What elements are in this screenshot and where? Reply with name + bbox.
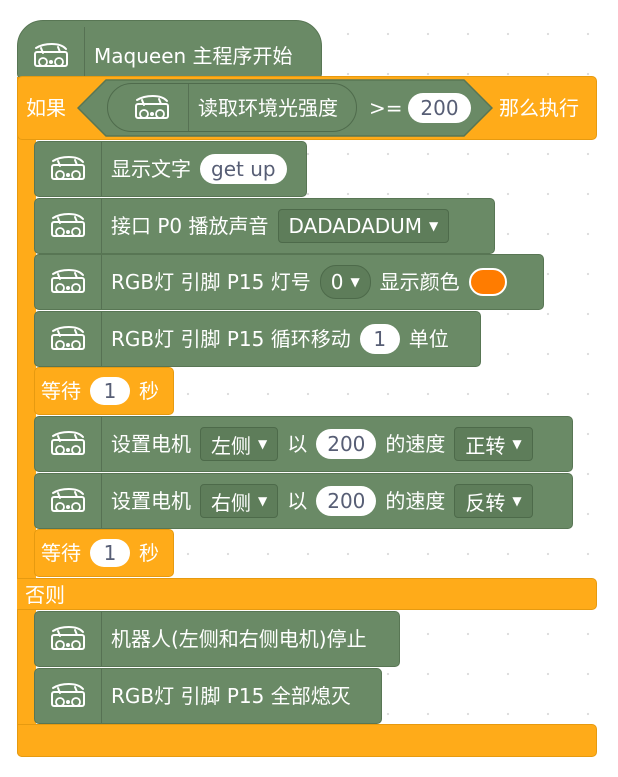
maqueen-robot-icon — [51, 626, 85, 650]
maqueen-robot-icon — [51, 431, 85, 455]
maqueen-robot-icon — [51, 269, 85, 293]
wait-label: 等待 — [41, 379, 81, 403]
maqueen-robot-icon — [135, 94, 169, 119]
speed-label: 的速度 — [385, 432, 446, 456]
rgb-rotate-block[interactable]: RGB灯 引脚 P15 循环移动 1 单位 — [34, 311, 481, 367]
robot-icon-cell — [35, 199, 102, 253]
chevron-down-icon: ▼ — [429, 219, 439, 233]
motor-side-dropdown[interactable]: 左侧 ▼ — [200, 427, 279, 461]
robot-icon-cell — [18, 27, 85, 84]
else-label: 否则 — [25, 583, 65, 607]
robot-icon-cell — [35, 312, 102, 366]
wait-block-1[interactable]: 等待 1 秒 — [34, 367, 174, 415]
led-number-value: 0 — [330, 270, 344, 294]
maqueen-start-hat-block[interactable]: Maqueen 主程序开始 — [17, 20, 322, 84]
if-label: 如果 — [26, 96, 66, 120]
melody-dropdown[interactable]: DADADADUM ▼ — [277, 209, 450, 243]
rgb-rotate-label: RGB灯 引脚 P15 循环移动 — [111, 327, 351, 351]
stop-label: 机器人(左侧和右侧电机)停止 — [111, 627, 367, 651]
maqueen-robot-icon — [51, 488, 85, 512]
motor-direction-dropdown[interactable]: 反转 ▼ — [454, 484, 533, 518]
chevron-down-icon: ▼ — [258, 437, 268, 451]
wait-seconds-input[interactable]: 1 — [90, 377, 130, 405]
maqueen-robot-icon — [51, 326, 85, 350]
rgb-show-label: RGB灯 引脚 P15 灯号 — [111, 270, 311, 294]
threshold-input[interactable]: 200 — [408, 93, 471, 123]
motor-side-dropdown[interactable]: 右侧 ▼ — [200, 484, 279, 518]
rgb-off-label: RGB灯 引脚 P15 全部熄灭 — [111, 684, 351, 708]
robot-icon-cell — [35, 142, 102, 196]
motor-label: 设置电机 — [111, 489, 191, 513]
sensor-label: 读取环境光强度 — [198, 95, 338, 120]
show-text-label: 显示文字 — [111, 157, 191, 181]
hat-label: Maqueen 主程序开始 — [94, 43, 293, 68]
melody-value: DADADADUM — [288, 214, 423, 238]
rgb-show-color-block[interactable]: RGB灯 引脚 P15 灯号 0 ▼ 显示颜色 — [34, 254, 544, 310]
play-sound-label: 接口 P0 播放声音 — [111, 214, 269, 238]
robot-icon-cell — [35, 669, 102, 723]
motor-direction-value: 反转 — [465, 490, 506, 515]
wait-label: 等待 — [41, 541, 81, 565]
rgb-rotate-suffix: 单位 — [408, 327, 449, 351]
with-label: 以 — [287, 489, 308, 513]
speed-label: 的速度 — [385, 489, 446, 513]
rotate-amount-input[interactable]: 1 — [359, 324, 400, 354]
maqueen-robot-icon — [51, 213, 85, 237]
show-text-block[interactable]: 显示文字 get up — [34, 141, 307, 197]
motor-left-block[interactable]: 设置电机 左侧 ▼ 以 200 的速度 正转 ▼ — [34, 416, 573, 472]
motor-direction-value: 正转 — [465, 433, 506, 458]
motor-speed-input[interactable]: 200 — [316, 486, 377, 516]
text-input[interactable]: get up — [200, 154, 287, 184]
else-header[interactable]: 否则 — [17, 578, 597, 610]
motor-side-value: 右侧 — [211, 490, 251, 515]
then-label: 那么执行 — [499, 96, 579, 120]
motor-side-value: 左侧 — [211, 433, 251, 458]
motor-direction-dropdown[interactable]: 正转 ▼ — [454, 427, 533, 461]
rgb-off-block[interactable]: RGB灯 引脚 P15 全部熄灭 — [34, 668, 382, 724]
robot-icon-cell — [35, 417, 102, 471]
color-picker[interactable] — [468, 268, 507, 296]
maqueen-robot-icon — [51, 156, 85, 180]
maqueen-robot-icon — [34, 42, 68, 67]
ambient-light-reporter[interactable]: 读取环境光强度 — [107, 83, 357, 132]
chevron-down-icon: ▼ — [512, 494, 522, 508]
robot-icon-cell — [35, 255, 102, 309]
robot-icon-cell — [35, 612, 102, 666]
chevron-down-icon: ▼ — [512, 437, 522, 451]
motor-label: 设置电机 — [111, 432, 191, 456]
rgb-show-suffix: 显示颜色 — [379, 270, 460, 294]
robot-icon-cell — [35, 474, 102, 528]
chevron-down-icon: ▼ — [258, 494, 268, 508]
if-else-bottom-arm[interactable] — [17, 724, 597, 757]
wait-seconds-input[interactable]: 1 — [90, 539, 130, 567]
play-sound-block[interactable]: 接口 P0 播放声音 DADADADUM ▼ — [34, 198, 495, 254]
wait-block-2[interactable]: 等待 1 秒 — [34, 529, 174, 577]
robot-stop-block[interactable]: 机器人(左侧和右侧电机)停止 — [34, 611, 400, 667]
maqueen-robot-icon — [51, 683, 85, 707]
motor-speed-input[interactable]: 200 — [316, 429, 377, 459]
robot-icon-cell — [108, 84, 189, 131]
operator-label: >= — [369, 96, 403, 120]
led-number-dropdown[interactable]: 0 ▼ — [319, 265, 371, 299]
wait-unit: 秒 — [139, 379, 159, 403]
with-label: 以 — [287, 432, 308, 456]
chevron-down-icon: ▼ — [350, 275, 360, 289]
motor-right-block[interactable]: 设置电机 右侧 ▼ 以 200 的速度 反转 ▼ — [34, 473, 573, 529]
wait-unit: 秒 — [139, 541, 159, 565]
